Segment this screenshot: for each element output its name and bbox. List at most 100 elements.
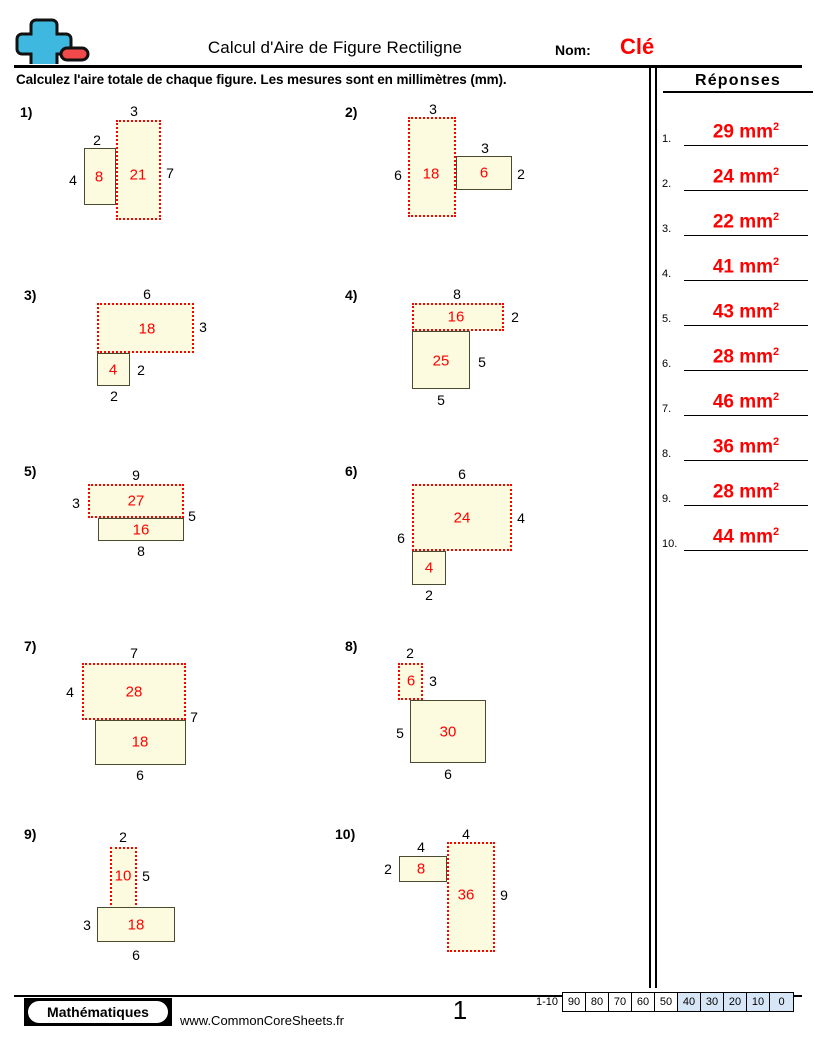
sub-rectangle — [410, 700, 486, 763]
answer-number: 4. — [662, 268, 672, 280]
problem-label: 6) — [345, 463, 358, 479]
sub-rectangle — [97, 353, 130, 386]
answer-number: 1. — [662, 133, 672, 145]
footer-divider — [14, 995, 802, 997]
answer-number: 10. — [662, 538, 678, 550]
dimension-label: 4 — [69, 172, 77, 188]
answer-line — [684, 156, 808, 191]
dimension-label: 3 — [429, 673, 437, 689]
name-value: Clé — [620, 34, 655, 59]
area-value: 30 — [439, 723, 457, 741]
dimension-label: 2 — [110, 388, 118, 404]
answer-row: 5. 43 mm2 — [662, 286, 810, 326]
area-value: 6 — [406, 672, 416, 690]
dimension-label: 8 — [453, 286, 461, 302]
problem-3: 3) 18 4 6 3 2 2 — [0, 0, 330, 1056]
answer-line — [684, 291, 808, 326]
dimension-label: 6 — [397, 530, 405, 546]
column-divider-left — [649, 68, 651, 988]
sub-rectangle — [84, 148, 116, 205]
dimension-label: 9 — [132, 467, 140, 483]
answer-value: 28 mm2 — [712, 480, 780, 502]
answer-row: 3. 22 mm2 — [662, 196, 810, 236]
answer-line — [684, 471, 808, 506]
area-value: 4 — [424, 559, 434, 577]
area-value: 36 — [457, 886, 475, 904]
scale-boxes: 90 80 70 60 50 40 30 20 10 0 — [562, 992, 795, 1012]
area-value: 21 — [129, 166, 147, 184]
dimension-label: 2 — [137, 362, 145, 378]
area-value: 18 — [138, 320, 156, 338]
column-divider-right — [655, 68, 657, 988]
instructions-text: Calculez l'aire totale de chaque figure.… — [16, 72, 507, 87]
dimension-label: 3 — [130, 103, 138, 119]
answer-line — [684, 111, 808, 146]
answer-value: 41 mm2 — [712, 255, 780, 277]
area-value: 24 — [453, 509, 471, 527]
answer-value: 22 mm2 — [712, 210, 780, 232]
answer-row: 1. 29 mm2 — [662, 106, 810, 146]
header-divider — [14, 65, 802, 68]
area-value: 6 — [479, 164, 489, 182]
scale-box: 20 — [724, 993, 748, 1011]
area-value: 16 — [132, 521, 150, 539]
scale-box: 10 — [747, 993, 771, 1011]
dimension-label: 2 — [517, 166, 525, 182]
answer-row: 6. 28 mm2 — [662, 331, 810, 371]
sub-rectangle — [95, 720, 186, 765]
problem-label: 4) — [345, 287, 358, 303]
dimension-label: 3 — [429, 101, 437, 117]
dimension-label: 3 — [481, 140, 489, 156]
answer-value: 43 mm2 — [712, 300, 780, 322]
sub-rectangle — [97, 907, 175, 942]
answer-number: 9. — [662, 493, 672, 505]
answer-number: 2. — [662, 178, 672, 190]
page-header: Calcul d'Aire de Figure Rectiligne Nom: … — [0, 0, 816, 70]
dimension-label: 6 — [143, 286, 151, 302]
area-value: 16 — [447, 308, 465, 326]
score-scale: 1-10 90 80 70 60 50 40 30 20 10 0 — [536, 992, 795, 1012]
dimension-label: 4 — [66, 684, 74, 700]
dimension-label: 5 — [396, 725, 404, 741]
area-value: 8 — [416, 860, 426, 878]
sub-rectangle — [408, 117, 456, 217]
problem-label: 8) — [345, 638, 358, 654]
answer-row: 9. 28 mm2 — [662, 466, 810, 506]
dimension-label: 3 — [72, 495, 80, 511]
scale-box: 60 — [632, 993, 656, 1011]
answer-row: 4. 41 mm2 — [662, 241, 810, 281]
dimension-label: 5 — [142, 868, 150, 884]
page-title: Calcul d'Aire de Figure Rectiligne — [207, 38, 463, 57]
dimension-label: 6 — [136, 767, 144, 783]
answer-value: 29 mm2 — [712, 120, 780, 142]
scale-box: 30 — [701, 993, 725, 1011]
answer-number: 6. — [662, 358, 672, 370]
answer-number: 8. — [662, 448, 672, 460]
answer-row: 8. 36 mm2 — [662, 421, 810, 461]
dimension-label: 6 — [394, 167, 402, 183]
area-value: 18 — [422, 165, 440, 183]
sub-rectangle — [82, 663, 186, 720]
problem-1: 1) 8 21 3 2 4 7 — [0, 0, 330, 1056]
answer-value: 24 mm2 — [712, 165, 780, 187]
sub-rectangle — [412, 551, 446, 585]
dimension-label: 9 — [500, 887, 508, 903]
problem-4: 4) 16 25 8 2 5 5 — [345, 286, 519, 408]
area-value: 10 — [114, 867, 132, 885]
dimension-label: 6 — [458, 466, 466, 482]
problem-8: 8) 6 30 2 3 5 6 — [345, 638, 486, 782]
dimension-label: 6 — [132, 947, 140, 963]
dimension-label: 2 — [406, 645, 414, 661]
dimension-label: 3 — [83, 917, 91, 933]
dimension-label: 7 — [190, 709, 198, 725]
area-value: 25 — [432, 352, 450, 370]
scale-box: 40 — [678, 993, 702, 1011]
problem-label: 2) — [345, 104, 358, 120]
area-value: 28 — [125, 683, 143, 701]
dimension-label: 6 — [444, 766, 452, 782]
problem-label: 7) — [24, 638, 37, 654]
answer-value: 46 mm2 — [712, 390, 780, 412]
scale-box: 80 — [586, 993, 610, 1011]
answer-line — [684, 336, 808, 371]
problem-label: 5) — [24, 463, 37, 479]
